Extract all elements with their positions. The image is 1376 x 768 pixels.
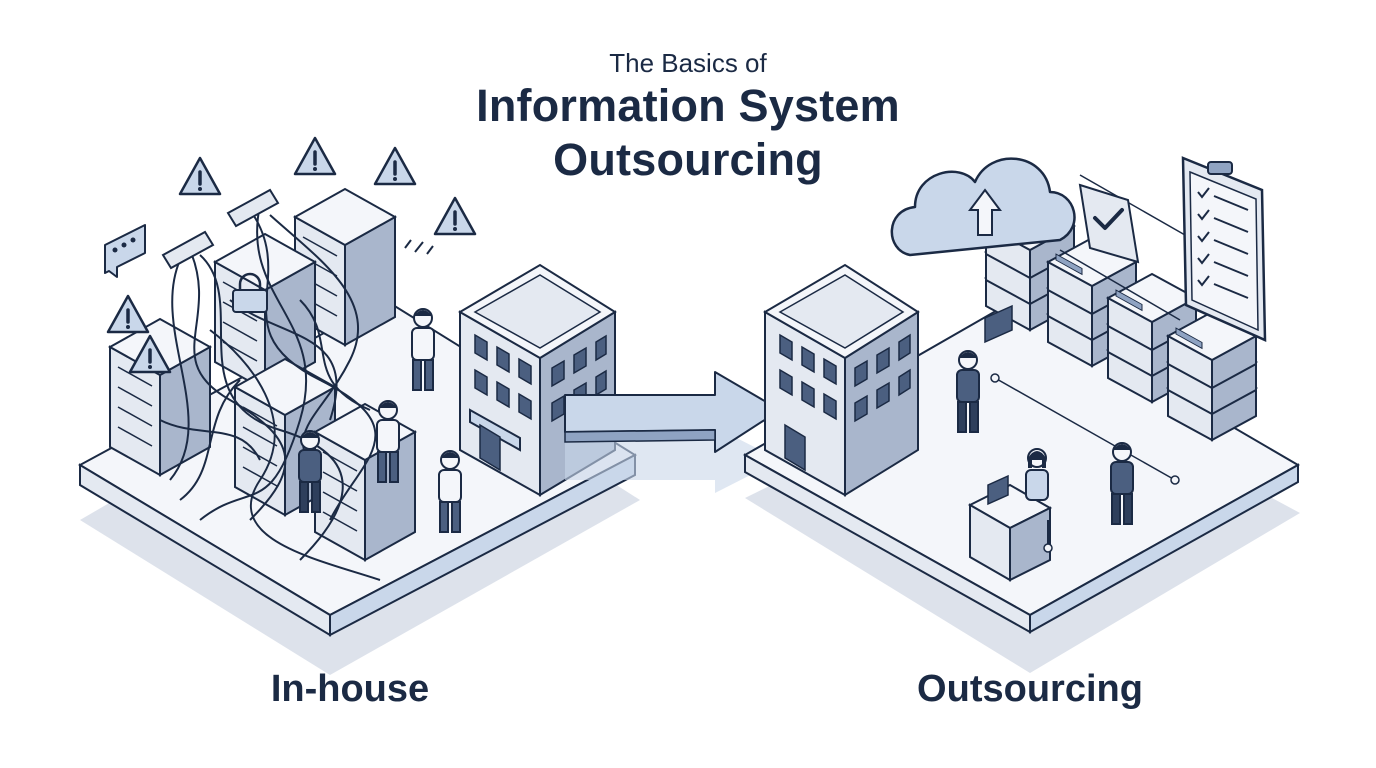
chat-bubble-icon (104, 224, 146, 278)
network-lines (990, 174, 1186, 485)
page-title-line1: Information System (476, 80, 900, 131)
arrow-right-icon (564, 371, 781, 493)
checkmark-icon (1078, 183, 1140, 264)
clipboard-checklist-icon (1181, 156, 1267, 342)
header-kicker: The Basics of (609, 48, 767, 78)
desk-workstation (967, 448, 1053, 582)
client-office-building (763, 263, 920, 497)
lock-icon (232, 272, 268, 313)
page-title-line2: Outsourcing (553, 134, 823, 185)
it-technicians (956, 304, 1134, 525)
outsourcing-label: Outsourcing (917, 668, 1143, 710)
cloud-upload-icon (890, 157, 1076, 257)
patch-panels (161, 188, 280, 270)
stressed-staff (298, 239, 462, 533)
inhouse-label: In-house (270, 668, 430, 710)
